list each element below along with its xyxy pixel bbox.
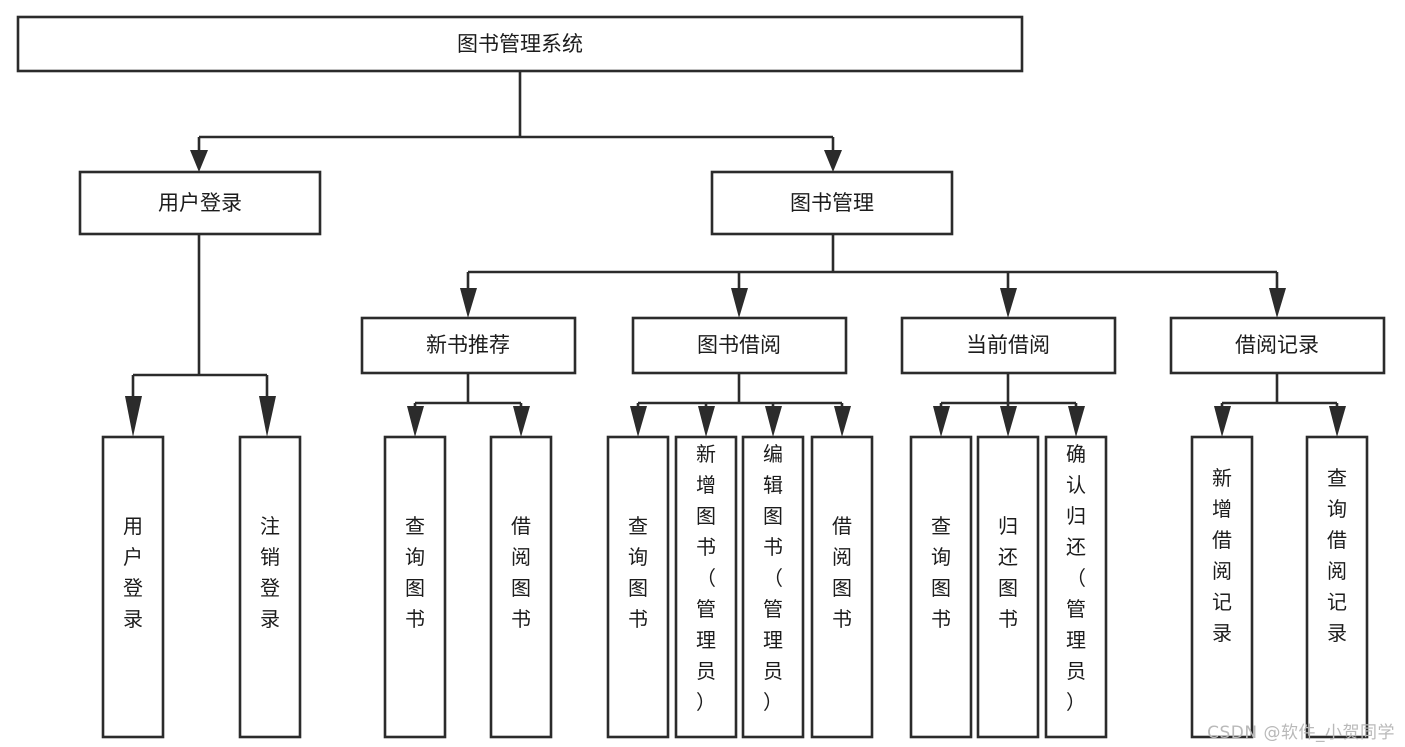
node-current-borrow-label: 当前借阅	[966, 333, 1050, 357]
node-current-borrow-box	[900, 316, 1117, 375]
leaf-book-borrow-3-box	[810, 435, 874, 739]
csdn-watermark: CSDN @软件_小贺同学	[1207, 723, 1395, 743]
arrow-userlogin-leaf-1	[125, 396, 142, 437]
leaf-current-borrow-2-label: 确认归还（管理员）	[1066, 442, 1086, 714]
leaf-new-book-recommend-0-box	[383, 435, 447, 739]
leaf-book-borrow-2-box	[741, 435, 805, 739]
leaf-borrow-record-0[interactable]: 新增借阅记录	[1190, 435, 1254, 739]
leaf-current-borrow-1[interactable]: 归还图书	[976, 435, 1040, 739]
arrow-bookmgmt-to-record	[1269, 288, 1286, 318]
leaf-borrow-record-0-label: 新增借阅记录	[1212, 466, 1232, 645]
leaf-current-borrow-0-box	[909, 435, 973, 739]
arrow-borrow-leaf-4	[834, 406, 851, 437]
leaf-new-book-recommend-0[interactable]: 查询图书	[383, 435, 447, 739]
arrow-userlogin-leaf-2	[259, 396, 276, 437]
leaf-user-login-0[interactable]: 用户登录	[101, 435, 165, 739]
leaf-user-login-0-box	[101, 435, 165, 739]
leaf-new-book-recommend-0-label: 查询图书	[405, 514, 425, 631]
arrow-newbook-leaf-2	[513, 406, 530, 437]
node-book-management-label: 图书管理	[790, 191, 874, 215]
leaf-book-borrow-0[interactable]: 查询图书	[606, 435, 670, 739]
leaf-book-borrow-0-label: 查询图书	[628, 514, 648, 631]
node-current-borrow[interactable]: 当前借阅	[900, 316, 1117, 375]
leaf-book-borrow-1-label: 新增图书（管理员）	[696, 442, 716, 714]
node-book-management-box	[710, 170, 954, 236]
node-user-login-box	[78, 170, 322, 236]
leaf-book-borrow-1[interactable]: 新增图书（管理员）	[674, 435, 738, 739]
arrow-borrow-leaf-1	[630, 406, 647, 437]
node-book-borrow-label: 图书借阅	[697, 333, 781, 357]
node-root-system[interactable]: 图书管理系统	[16, 15, 1024, 73]
leaf-user-login-1-box	[238, 435, 302, 739]
node-root-system-label: 图书管理系统	[457, 32, 583, 56]
leaf-book-borrow-2-label: 编辑图书（管理员）	[763, 442, 783, 714]
arrow-bookmgmt-to-new-book	[460, 288, 477, 318]
leaf-borrow-record-1[interactable]: 查询借阅记录	[1305, 435, 1369, 739]
leaf-user-login-0-label: 用户登录	[123, 514, 143, 631]
leaf-current-borrow-0[interactable]: 查询图书	[909, 435, 973, 739]
arrow-current-leaf-2	[1000, 406, 1017, 437]
node-book-management[interactable]: 图书管理	[710, 170, 954, 236]
leaf-book-borrow-3[interactable]: 借阅图书	[810, 435, 874, 739]
leaf-user-login-1[interactable]: 注销登录	[238, 435, 302, 739]
leaf-borrow-record-0-box	[1190, 435, 1254, 739]
arrow-bookmgmt-to-current	[1000, 288, 1017, 318]
arrow-newbook-leaf-1	[407, 406, 424, 437]
arrow-bookmgmt-to-borrow	[731, 288, 748, 318]
node-new-book-recommend-label: 新书推荐	[426, 333, 510, 357]
arrow-borrow-leaf-2	[698, 406, 715, 437]
leaf-book-borrow-2[interactable]: 编辑图书（管理员）	[741, 435, 805, 739]
arrow-root-to-book-mgmt	[824, 150, 842, 172]
leaf-new-book-recommend-1[interactable]: 借阅图书	[489, 435, 553, 739]
node-book-borrow[interactable]: 图书借阅	[631, 316, 848, 375]
leaf-user-login-1-label: 注销登录	[260, 514, 280, 631]
arrow-current-leaf-3	[1068, 406, 1085, 437]
node-new-book-recommend[interactable]: 新书推荐	[360, 316, 577, 375]
node-book-borrow-box	[631, 316, 848, 375]
leaf-book-borrow-3-label: 借阅图书	[832, 514, 852, 631]
node-user-login[interactable]: 用户登录	[78, 170, 322, 236]
leaf-current-borrow-1-box	[976, 435, 1040, 739]
leaf-new-book-recommend-1-label: 借阅图书	[511, 514, 531, 631]
leaf-current-borrow-0-label: 查询图书	[931, 514, 951, 631]
leaf-new-book-recommend-1-box	[489, 435, 553, 739]
leaf-book-borrow-0-box	[606, 435, 670, 739]
node-borrow-record[interactable]: 借阅记录	[1169, 316, 1386, 375]
arrow-current-leaf-1	[933, 406, 950, 437]
leaf-borrow-record-1-box	[1305, 435, 1369, 739]
leaf-current-borrow-2-box	[1044, 435, 1108, 739]
node-user-login-label: 用户登录	[158, 191, 242, 215]
leaf-borrow-record-1-label: 查询借阅记录	[1327, 466, 1347, 645]
leaf-book-borrow-1-box	[674, 435, 738, 739]
node-borrow-record-box	[1169, 316, 1386, 375]
node-root-system-box	[16, 15, 1024, 73]
leaf-current-borrow-2[interactable]: 确认归还（管理员）	[1044, 435, 1108, 739]
arrow-root-to-user-login	[190, 150, 208, 172]
arrow-record-leaf-1	[1214, 406, 1231, 437]
leaf-current-borrow-1-label: 归还图书	[998, 514, 1018, 631]
edge-layer	[125, 71, 1346, 437]
node-borrow-record-label: 借阅记录	[1235, 333, 1319, 357]
arrow-borrow-leaf-3	[765, 406, 782, 437]
arrow-record-leaf-2	[1329, 406, 1346, 437]
node-new-book-recommend-box	[360, 316, 577, 375]
